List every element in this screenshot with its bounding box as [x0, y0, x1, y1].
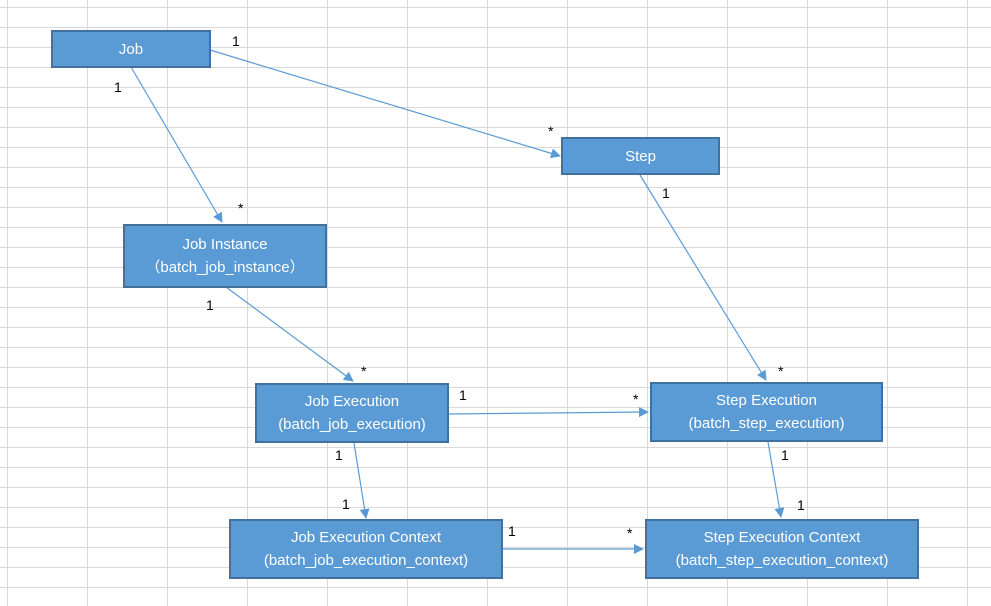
multiplicity-step-stepexec-many: * — [778, 363, 784, 379]
multiplicity-job-step-one: 1 — [232, 33, 240, 49]
step-execution-context-box[interactable]: Step Execution Context (batch_step_execu… — [645, 519, 919, 579]
job-execution-context-title: Job Execution Context — [290, 529, 442, 546]
job-box[interactable]: Job — [51, 30, 211, 68]
multiplicity-job-instance-many: * — [238, 200, 244, 216]
step-execution-context-table: (batch_step_execution_context) — [675, 552, 889, 569]
step-execution-context-title: Step Execution Context — [703, 529, 861, 546]
multiplicity-instance-execution-many: * — [361, 363, 367, 379]
job-execution-title: Job Execution — [304, 393, 400, 410]
step-box-label: Step — [625, 147, 656, 165]
job-instance-box[interactable]: Job Instance （batch_job_instance） — [123, 224, 327, 288]
job-instance-table: （batch_job_instance） — [145, 259, 305, 276]
multiplicity-exec-context-one-b: 1 — [342, 496, 350, 512]
job-instance-title: Job Instance — [182, 236, 268, 253]
step-execution-box[interactable]: Step Execution (batch_step_execution) — [650, 382, 883, 442]
step-box[interactable]: Step — [561, 137, 720, 175]
multiplicity-job-instance-one: 1 — [114, 79, 122, 95]
multiplicity-exec-stepexec-many: * — [633, 391, 639, 407]
job-execution-context-table: (batch_job_execution_context) — [263, 552, 469, 569]
multiplicity-exec-context-one-a: 1 — [335, 447, 343, 463]
step-execution-title: Step Execution — [716, 392, 817, 409]
multiplicity-step-stepexec-one: 1 — [662, 185, 670, 201]
multiplicity-context-context-one: 1 — [508, 523, 516, 539]
multiplicity-context-context-many: * — [627, 525, 633, 541]
job-execution-context-box[interactable]: Job Execution Context (batch_job_executi… — [229, 519, 503, 579]
multiplicity-exec-stepexec-one: 1 — [459, 387, 467, 403]
multiplicity-job-step-many: * — [548, 123, 554, 139]
job-box-label: Job — [118, 40, 144, 58]
multiplicity-stepexec-context-one-b: 1 — [797, 497, 805, 513]
step-execution-table: (batch_step_execution) — [688, 415, 845, 432]
job-execution-box[interactable]: Job Execution (batch_job_execution) — [255, 383, 449, 443]
multiplicity-stepexec-context-one-a: 1 — [781, 447, 789, 463]
multiplicity-instance-execution-one: 1 — [206, 297, 214, 313]
job-execution-table: (batch_job_execution) — [278, 416, 426, 433]
